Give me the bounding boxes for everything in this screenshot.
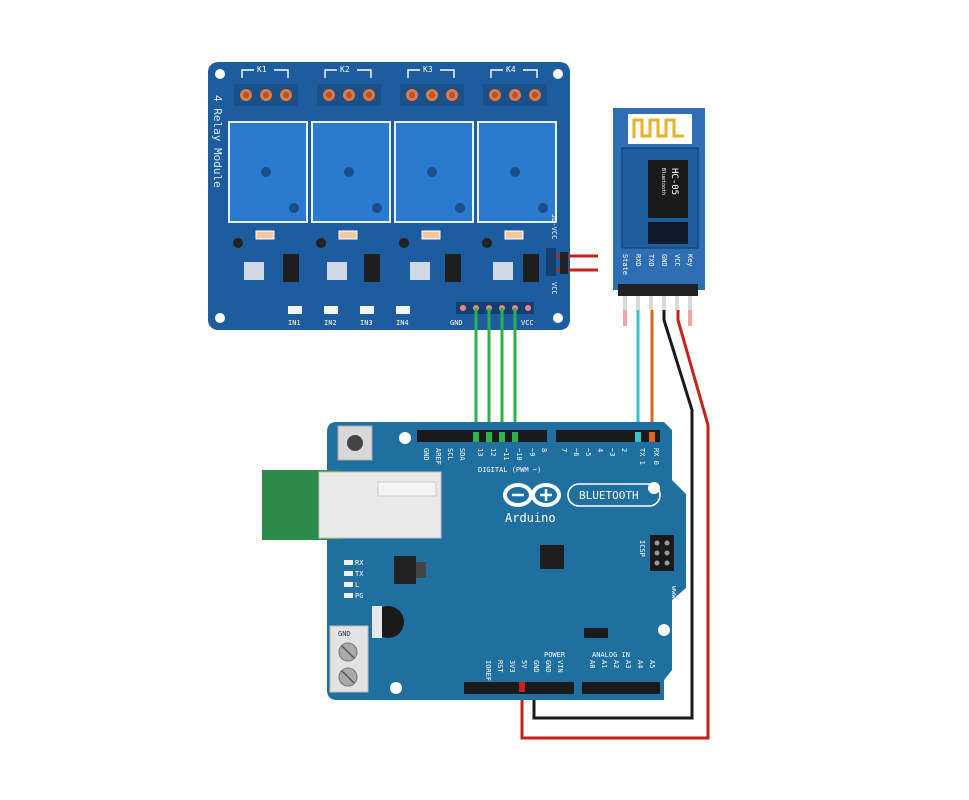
shield-label: BLUETOOTH	[579, 489, 639, 502]
pin-gnd: GND	[422, 448, 430, 461]
bt-pin-txd: TXD	[647, 254, 655, 267]
relay-module-title: 4 Relay Module	[211, 95, 224, 188]
led-tx: TX	[355, 570, 364, 578]
vcc-label: VCC	[550, 282, 558, 295]
relay-channel-3: K3	[394, 65, 474, 223]
pin-2: 2	[620, 448, 628, 452]
bt-pin-vcc: VCC	[673, 254, 681, 267]
pin-13: 13	[476, 448, 484, 456]
arduino-logo-text: Arduino	[505, 511, 556, 525]
pin-gnd-b: GND	[544, 660, 552, 673]
pin-vin: VIN	[556, 660, 564, 673]
pin-6: ~6	[572, 448, 580, 456]
hc05-sub: Bluetooth	[660, 168, 666, 195]
relay-label: K3	[423, 65, 433, 74]
icsp-label: ICSP	[638, 540, 646, 557]
pin-3: ~3	[608, 448, 616, 456]
digital-label: DIGITAL (PWM ~)	[478, 466, 541, 474]
pin-10: ~10	[515, 448, 523, 461]
pin-scl: SCL	[446, 448, 454, 461]
pin-a5: A5	[648, 660, 656, 668]
icsp-header	[650, 535, 674, 571]
bt-pin-state: State	[621, 254, 629, 275]
relay-label: K2	[340, 65, 350, 74]
arduino-pcb	[327, 422, 686, 700]
relay-label: K4	[506, 65, 516, 74]
pin-a3: A3	[624, 660, 632, 668]
pin-gnd-a: GND	[532, 660, 540, 673]
input-label-in3: IN3	[360, 319, 373, 327]
bt-pin-key: Key	[686, 254, 694, 267]
analog-label: ANALOG IN	[592, 651, 630, 659]
hc05-pin-labels: State RXD TXD GND VCC Key	[621, 254, 694, 275]
wire-ends	[473, 432, 655, 692]
power-pin-labels: IOREF RST 3V3 5V GND GND VIN	[484, 660, 564, 681]
jd-vcc-label: JD-VCC	[550, 214, 558, 239]
wires	[474, 308, 710, 740]
pin-tx1: TX 1	[638, 448, 646, 465]
pin-ioref: IOREF	[484, 660, 492, 681]
pin-11: ~11	[502, 448, 510, 461]
input-leds: IN1 IN2 IN3 IN4	[288, 306, 410, 327]
pin-rst: RST	[496, 660, 504, 673]
mcu-chip	[540, 545, 564, 569]
input-label-in2: IN2	[324, 319, 337, 327]
pin-3v3: 3V3	[508, 660, 516, 673]
led-l: L	[355, 581, 359, 589]
made-in-label: MADE IN ITALY	[678, 598, 686, 654]
pin-12: 12	[489, 448, 497, 456]
relay-label: K1	[257, 65, 267, 74]
relay-channel-1: K1	[228, 65, 308, 223]
website-label: www.arduino.cc	[670, 586, 678, 645]
gnd-terminal-label: GND	[338, 630, 351, 638]
pin-sda: SDA	[458, 448, 466, 461]
relay-module: 4 Relay Module K1 K2 K3	[208, 62, 598, 330]
input-label-in1: IN1	[288, 319, 301, 327]
pin-5: ~5	[584, 448, 592, 456]
pin-9: ~9	[528, 448, 536, 456]
header-pin-vcc: VCC	[521, 319, 534, 327]
pin-5v: 5V	[520, 660, 528, 669]
pin-4: 4	[596, 448, 604, 452]
pin-8: 8	[540, 448, 548, 452]
led-pg: PG	[355, 592, 363, 600]
antenna-icon	[632, 118, 684, 138]
mount-hole	[553, 313, 563, 323]
header-pin-gnd: GND	[450, 319, 463, 327]
relay-channel-2: K2	[311, 65, 391, 223]
pin-7: 7	[560, 448, 568, 452]
pin-a2: A2	[612, 660, 620, 668]
relay-components	[233, 230, 539, 282]
arduino-board: GND AREF SCL SDA 13 12 ~11 ~10 ~9 8 7 ~6…	[262, 422, 686, 700]
bt-pin-rxd: RXD	[634, 254, 642, 267]
arduino-logo-icon	[503, 483, 561, 507]
pin-aref: AREF	[434, 448, 442, 465]
mount-hole	[215, 69, 225, 79]
power-label: POWER	[544, 651, 566, 659]
led-rx: RX	[355, 559, 364, 567]
pin-a1: A1	[600, 660, 608, 668]
wire-gnd	[532, 310, 694, 720]
wire-vcc	[520, 310, 710, 740]
digital-pin-labels: GND AREF SCL SDA 13 12 ~11 ~10 ~9 8 7 ~6…	[422, 448, 660, 465]
pin-a4: A4	[636, 660, 644, 668]
hc05-module: HC-05 Bluetooth State RXD TXD GND VCC Ke…	[613, 108, 705, 326]
mount-hole	[215, 313, 225, 323]
hc05-name: HC-05	[669, 168, 679, 195]
bt-pin-gnd: GND	[660, 254, 668, 267]
relay-channel-4: K4	[477, 65, 557, 223]
input-label-in4: IN4	[396, 319, 409, 327]
mount-hole	[553, 69, 563, 79]
analog-pin-labels: A0 A1 A2 A3 A4 A5	[588, 660, 656, 668]
status-leds: RX TX L PG	[344, 559, 364, 600]
pin-a0: A0	[588, 660, 596, 668]
jd-vcc-jumper: JD-VCC VCC	[546, 214, 598, 295]
pin-rx0: RX 0	[652, 448, 660, 465]
